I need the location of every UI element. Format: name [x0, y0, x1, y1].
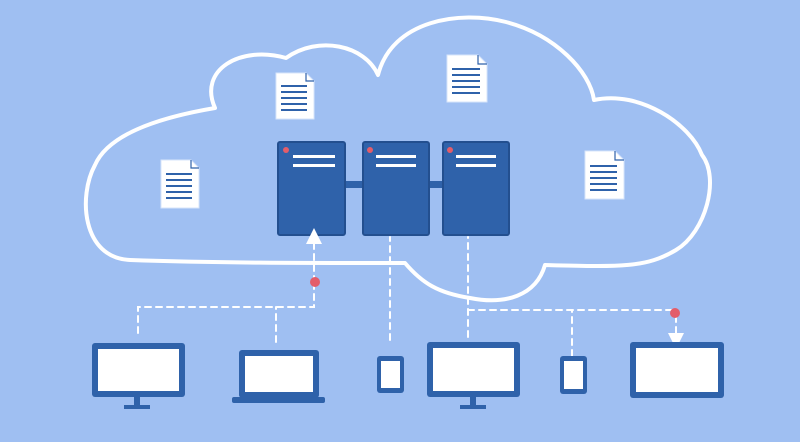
- document-icon: [446, 54, 488, 103]
- laptop-icon: [232, 350, 325, 403]
- document-icon: [160, 159, 200, 209]
- server-rack-icon: [362, 141, 430, 236]
- desktop-monitor-icon: [427, 342, 520, 409]
- smartphone-icon: [377, 356, 404, 393]
- desktop-monitor-icon: [92, 343, 185, 409]
- desktop-monitor-icon: [630, 342, 724, 398]
- document-icon: [275, 72, 315, 120]
- smartphone-icon: [560, 356, 587, 394]
- server-link: [428, 181, 444, 188]
- connector-line-left: [137, 281, 315, 334]
- red-dot-icon: [310, 277, 320, 287]
- server-link: [344, 181, 364, 188]
- cloud-outline-icon: [83, 15, 712, 303]
- document-icon: [584, 150, 625, 200]
- red-dot-icon: [670, 308, 680, 318]
- server-rack-icon: [442, 141, 510, 236]
- server-rack-icon: [277, 141, 346, 236]
